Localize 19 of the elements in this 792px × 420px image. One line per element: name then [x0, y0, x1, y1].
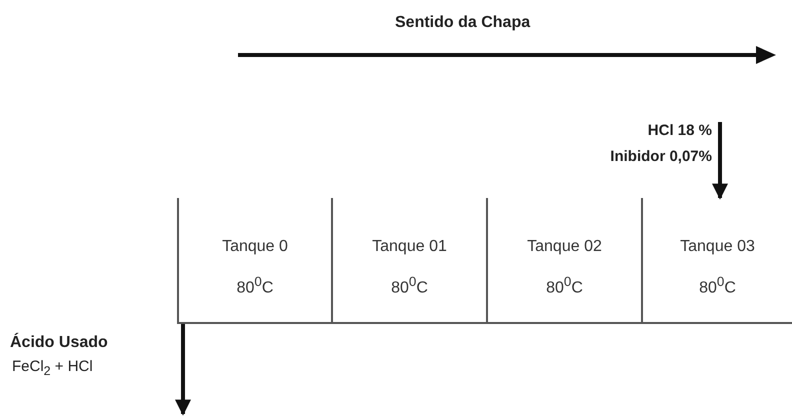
tank-box — [331, 198, 486, 324]
direction-label: Sentido da Chapa — [395, 14, 530, 32]
tank-box — [177, 198, 331, 324]
temperature: 80$^{0}$C — [698, 274, 737, 298]
tank-name: Tanque 0 — [221, 238, 289, 256]
tank-name: Tanque 02 — [526, 238, 603, 256]
tank-name: Tanque 01 — [371, 238, 448, 256]
spent-acid-label: Ácido Usado — [10, 334, 108, 352]
arrow — [712, 122, 728, 200]
inhibitor-concentration: Inibidor 0,07% — [609, 147, 712, 167]
spent-acid-composition: FeCl$_{2}$ + HCl — [12, 358, 93, 378]
acid-concentration: HCl 18 % — [646, 121, 712, 141]
temperature: 80$^{0}$C — [236, 274, 274, 298]
arrow — [175, 324, 191, 416]
temperature: 80$^{0}$C — [545, 274, 584, 298]
tank-box — [486, 198, 641, 324]
tank-box — [641, 198, 792, 324]
tank-name: Tanque 03 — [679, 238, 756, 256]
temperature: 80$^{0}$C — [390, 274, 429, 298]
